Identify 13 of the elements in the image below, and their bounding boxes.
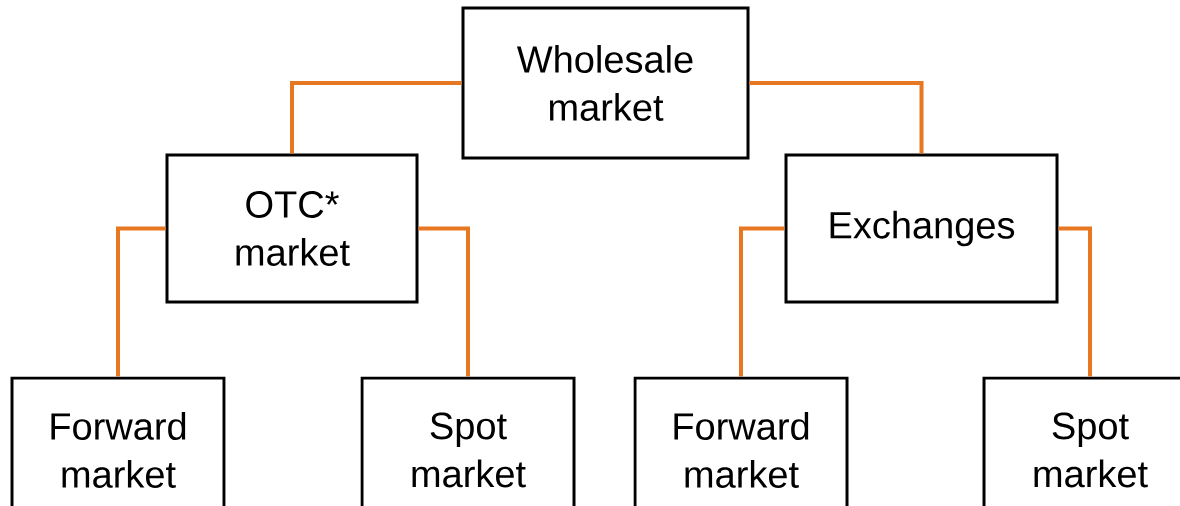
- market-box: Spot market: [360, 376, 576, 506]
- connector-line: [749, 81, 924, 154]
- market-box: Exchanges: [784, 153, 1059, 304]
- market-box: Forward market: [10, 376, 226, 506]
- connector-line: [1058, 226, 1092, 377]
- connector-line: [418, 226, 470, 377]
- connector-line: [739, 226, 785, 377]
- connector-line: [290, 81, 462, 154]
- market-box: OTC* market: [165, 153, 419, 304]
- market-box: Spot market: [982, 376, 1180, 506]
- market-box: Wholesale market: [461, 6, 750, 160]
- market-box: Forward market: [633, 376, 849, 506]
- connector-line: [116, 226, 166, 377]
